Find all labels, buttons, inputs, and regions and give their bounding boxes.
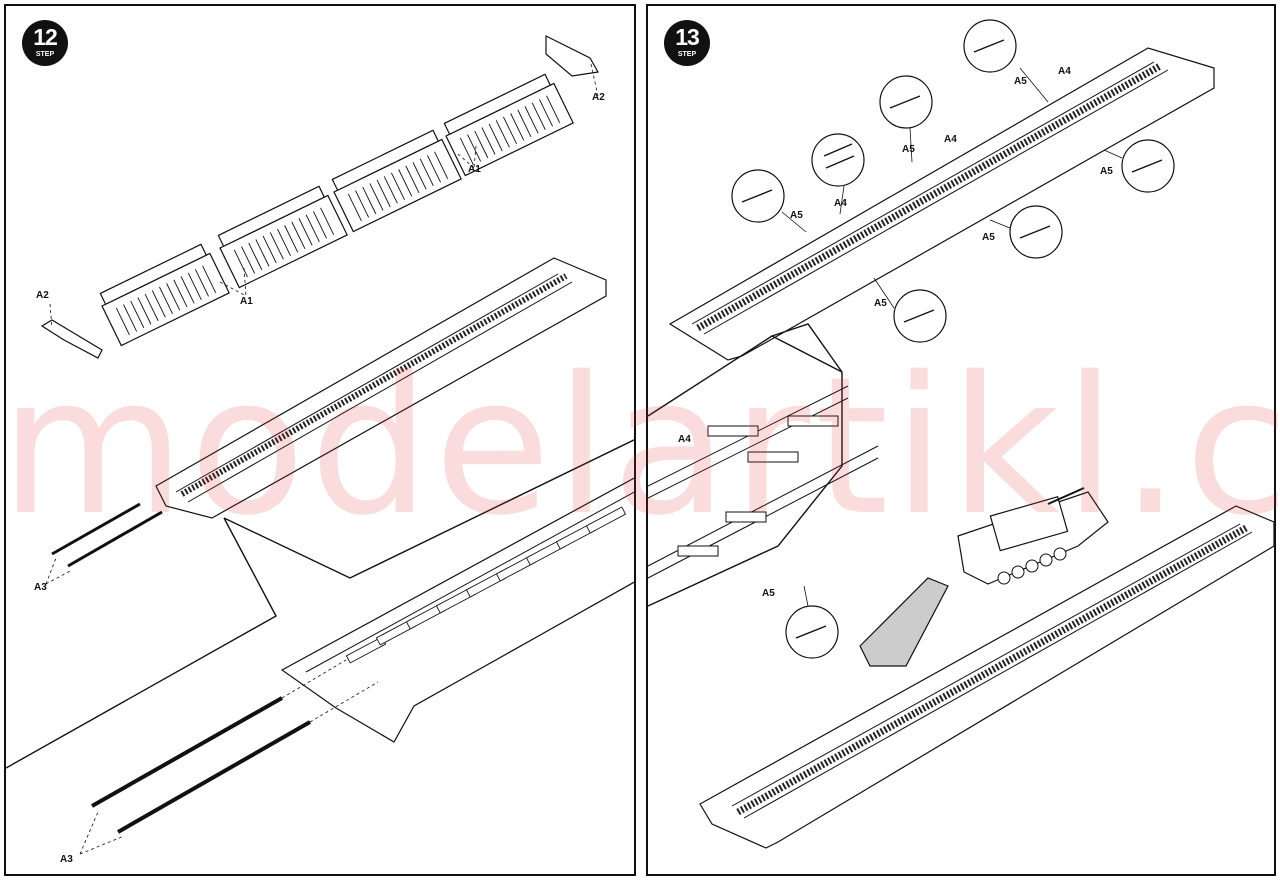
part-label-a3: A3	[60, 854, 73, 865]
part-label-a2: A2	[592, 92, 605, 103]
walkway-plate	[99, 243, 230, 347]
tank-on-flatcar	[859, 487, 1109, 667]
step-12-number: 12	[33, 24, 58, 50]
part-label-a4: A4	[678, 434, 691, 445]
step-12-drawing	[6, 35, 634, 855]
end-cap-a2-left	[40, 319, 103, 359]
track-base-lower	[280, 477, 634, 743]
track-base-upper	[155, 257, 607, 519]
part-label-a5: A5	[1100, 166, 1113, 177]
end-cap-a2-right	[545, 35, 599, 77]
track-base-upper	[668, 47, 1215, 361]
walkway-plate	[443, 73, 574, 177]
part-label-a5: A5	[1014, 76, 1027, 87]
step-13-badge: 13 STEP	[664, 20, 710, 66]
step-13-drawing	[648, 19, 1274, 849]
part-label-a5: A5	[902, 144, 915, 155]
step-13-number: 13	[675, 24, 700, 50]
walkway-plate	[331, 129, 462, 233]
part-label-a5: A5	[762, 588, 775, 599]
step-13-word: STEP	[677, 51, 697, 58]
part-label-a5: A5	[982, 232, 995, 243]
part-label-a5: A5	[874, 298, 887, 309]
part-label-a5: A5	[790, 210, 803, 221]
part-label-a1: A1	[468, 164, 481, 175]
part-label-a3: A3	[34, 582, 47, 593]
walkway-plate	[217, 185, 348, 289]
step-13-panel: 13 STEP	[646, 4, 1276, 876]
part-label-a1: A1	[240, 296, 253, 307]
track-base-lower	[699, 505, 1274, 849]
step-12-badge: 12 STEP	[22, 20, 68, 66]
part-label-a4: A4	[1058, 66, 1071, 77]
part-label-a2: A2	[36, 290, 49, 301]
rail-detail	[648, 385, 879, 579]
step-12-word: STEP	[35, 51, 55, 58]
part-label-a4: A4	[834, 198, 847, 209]
part-label-a4: A4	[944, 134, 957, 145]
step-12-panel: 12 STEP	[4, 4, 636, 876]
detail-callout-a4	[811, 133, 865, 187]
